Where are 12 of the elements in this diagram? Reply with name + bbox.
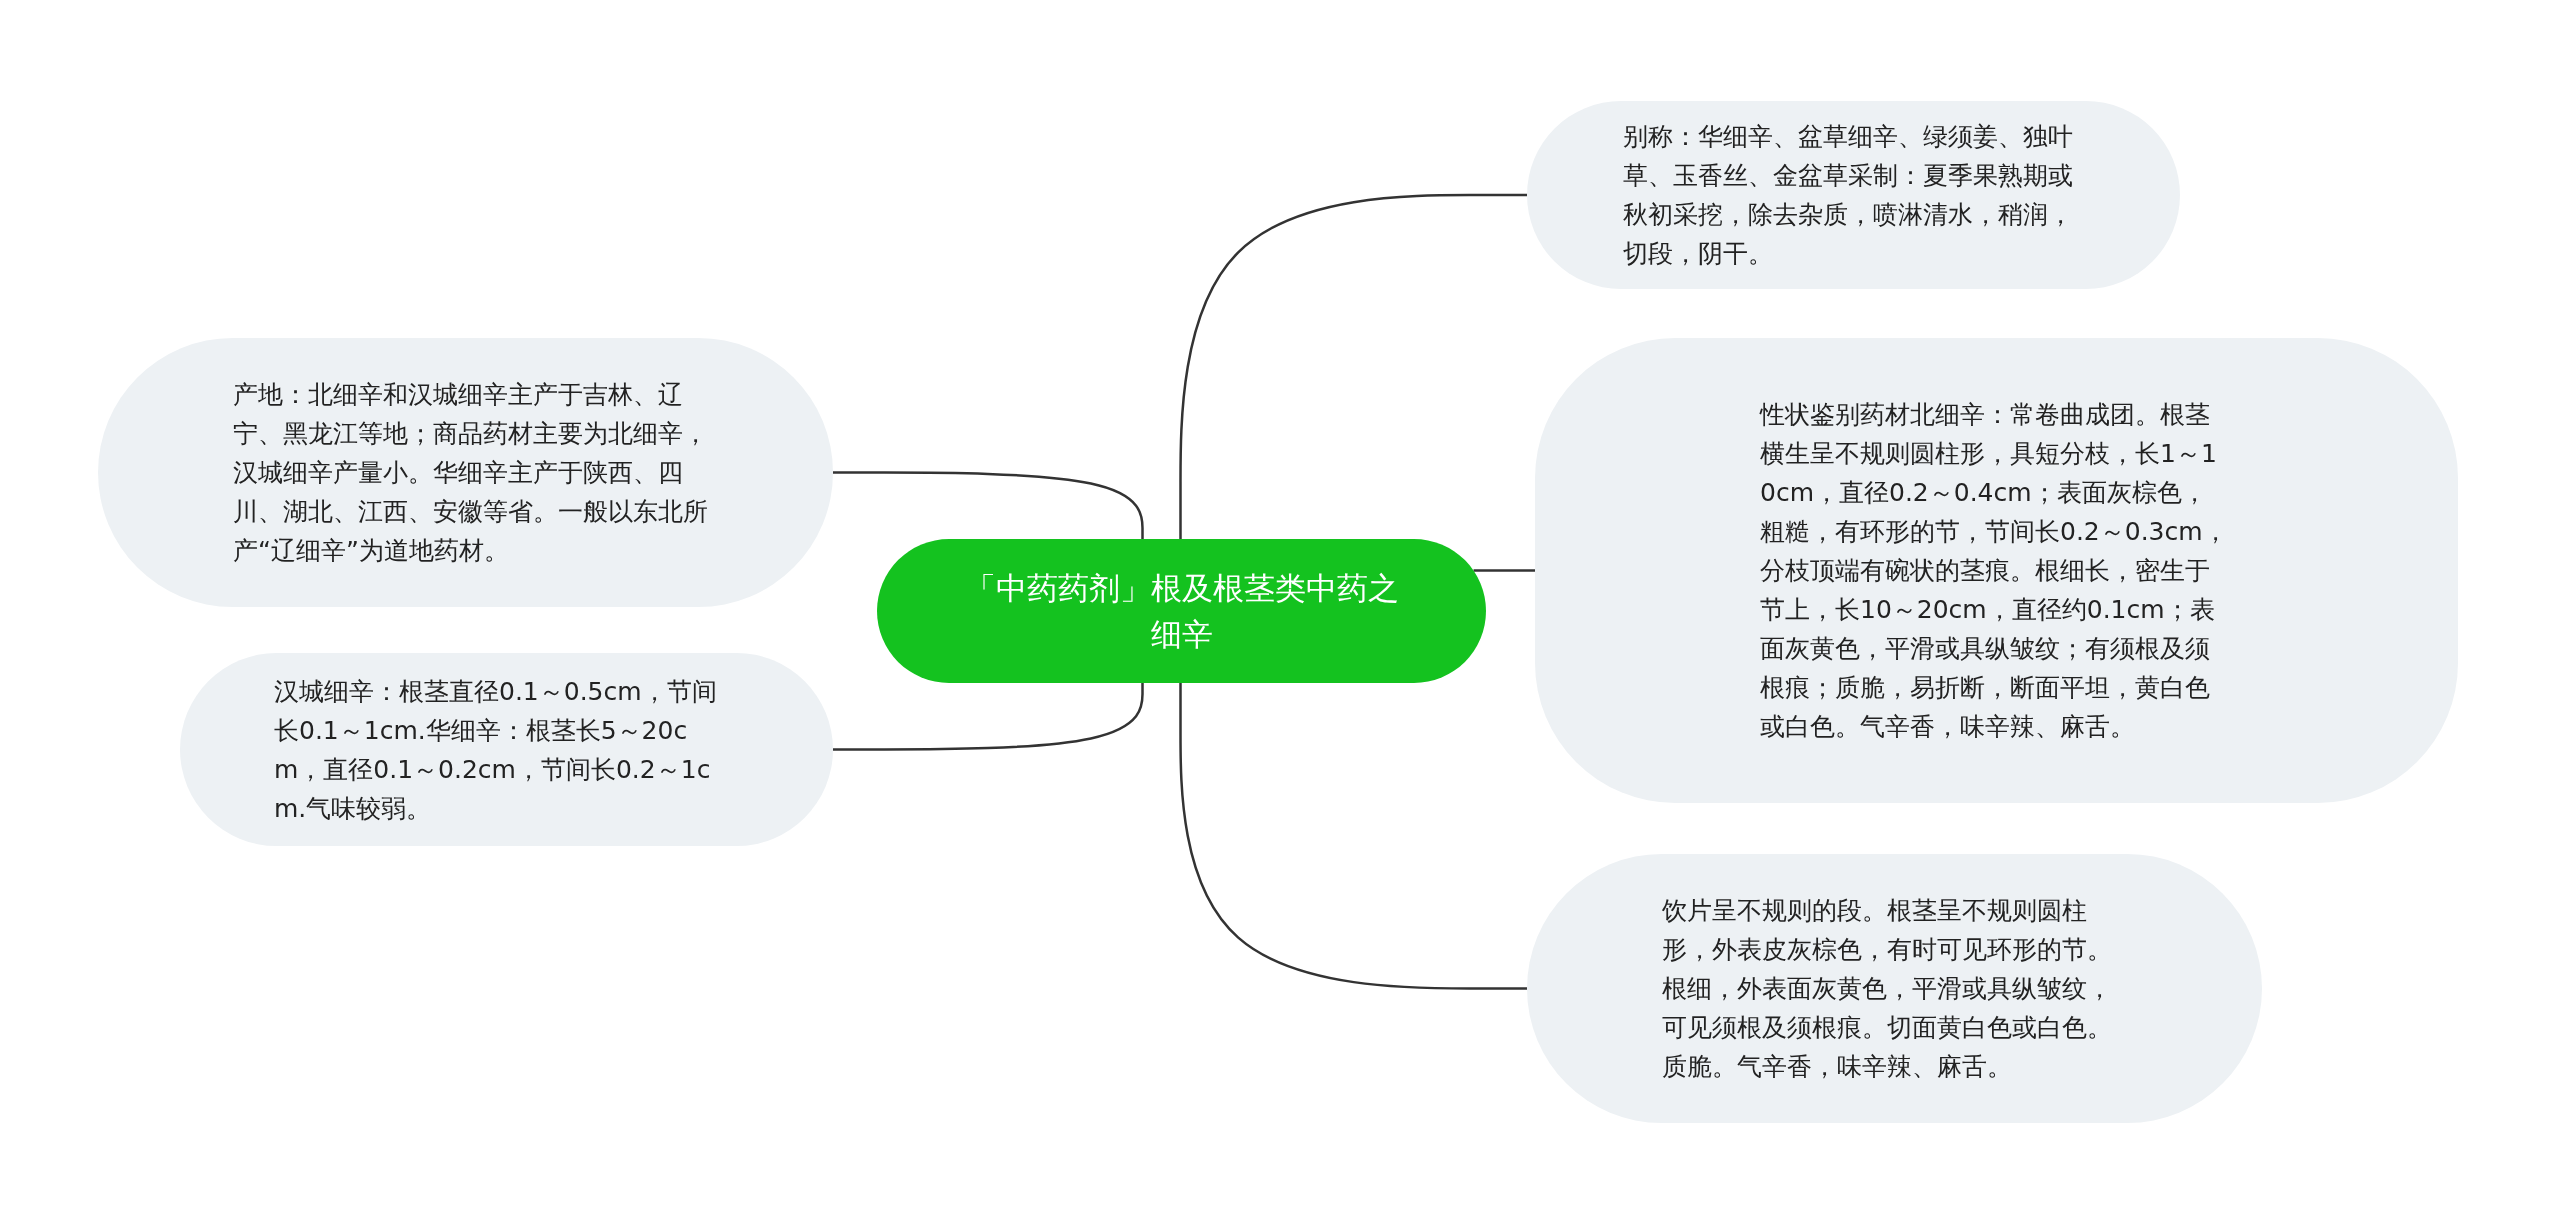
connector-line [1473,569,1535,572]
topic-text: 别称：华细辛、盆草细辛、绿须姜、独叶草、玉香丝、金盆草采制：夏季果熟期或秋初采挖，除去杂质，喷淋清水，稍润，切段，阴干。 [1623,121,2074,270]
connector-line [833,683,1144,751]
topic-bubble [1535,338,2458,803]
topic-text: 饮片呈不规则的段。根茎呈不规则圆柱形，外表皮灰棕色，有时可见环形的节。根细，外表面灰黄色，平滑或具纵皱纹，可见须根及须根痕。切面黄白色或白色。质脆。气辛香，味辛辣、麻舌。 [1662,895,2113,1083]
topic-text: 性状鉴别药材北细辛：常卷曲成团。根茎横生呈不规则圆柱形，具短分枝，长1～10cm，直径0.2～0.4cm；表面灰棕色，粗糙，有环形的节，节间长0.2～0.3cm，分枝顶端有碗状的茎痕。根细长，密生于节上，长10～20cm，直径约0.1cm；表面灰黄色，平滑或具纵皱纹；有须根及须根痕；质脆，易折断，断面平坦，黄白色或白色。气辛香，味辛辣、麻舌。 [1760,399,2229,743]
connector-line [1179,683,1527,990]
connector-line [1179,193,1527,539]
topic-text: 汉城细辛：根茎直径0.1～0.5cm，节间长0.1～1cm.华细辛：根茎长5～20cm，直径0.1～0.2cm，节间长0.2～1cm.气味较弱。 [274,675,718,825]
central-topic-text: 「中药药剂」根及根茎类中药之细辛 [963,569,1400,654]
connector-line [833,471,1144,539]
topic-text: 产地：北细辛和汉城细辛主产于吉林、辽宁、黑龙江等地；商品药材主要为北细辛，汉城细辛产量小。华细辛主产于陕西、四川、湖北、江西、安徽等省。一般以东北所产“辽细辛”为道地药材。 [233,379,709,567]
